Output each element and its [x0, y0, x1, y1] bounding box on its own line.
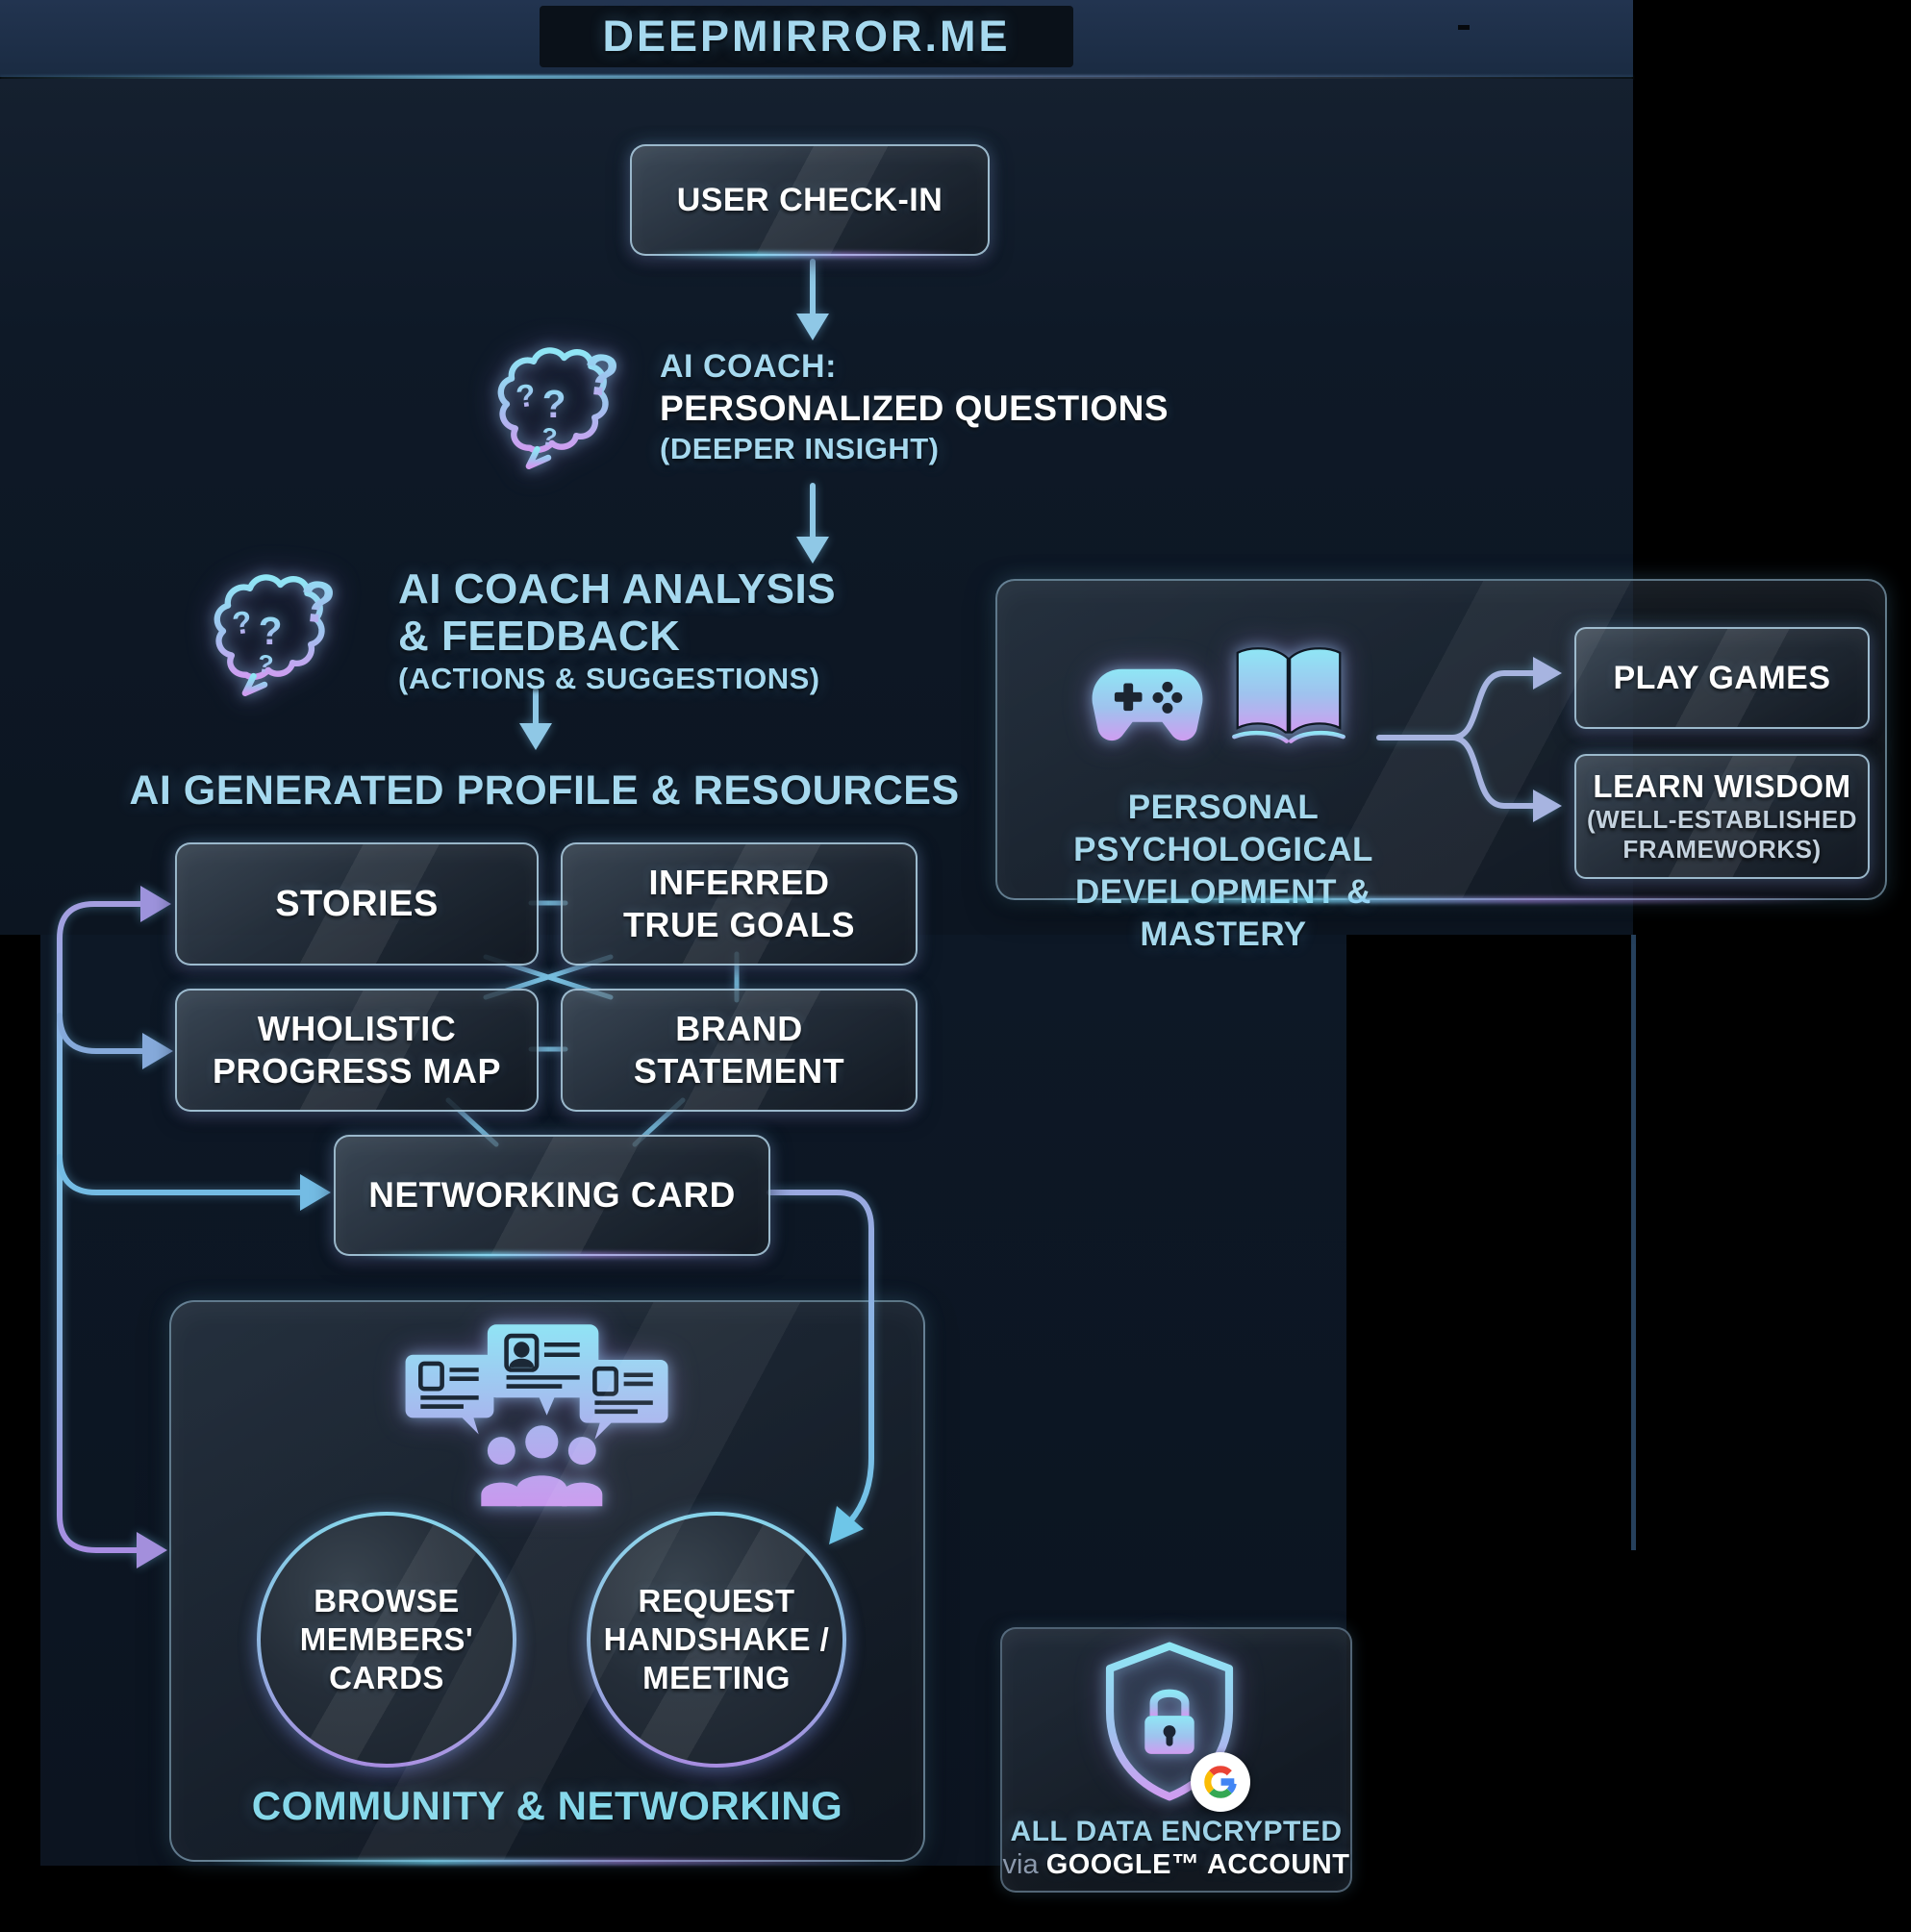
browse-line2: MEMBERS': [299, 1621, 474, 1657]
request-line1: REQUEST: [638, 1583, 795, 1618]
encryption-badge: ALL DATA ENCRYPTED via GOOGLE™ ACCOUNT: [1000, 1627, 1352, 1893]
profile-resources-header: AI GENERATED PROFILE & RESOURCES: [129, 767, 959, 814]
site-title: DEEPMIRROR.ME: [602, 12, 1011, 61]
inferred-goals-node: INFERRED TRUE GOALS: [561, 842, 918, 966]
panel-glow: [171, 1859, 923, 1865]
request-line3: MEETING: [642, 1660, 791, 1695]
site-title-bar: DEEPMIRROR.ME: [540, 6, 1073, 67]
brand-line2: STATEMENT: [633, 1051, 845, 1091]
networking-card-label: NETWORKING CARD: [368, 1175, 736, 1215]
play-games-label: PLAY GAMES: [1613, 659, 1831, 696]
profile-resources-header-label: AI GENERATED PROFILE & RESOURCES: [129, 766, 960, 814]
wholistic-map-node: WHOLISTIC PROGRESS MAP: [175, 989, 539, 1112]
panel-glow: [997, 897, 1885, 903]
brain-question-icon: [205, 560, 351, 710]
user-check-in-label: USER CHECK-IN: [676, 181, 943, 218]
node-glow: [336, 1252, 768, 1258]
ai-analysis-line2: & FEEDBACK: [398, 613, 681, 660]
google-g-icon: [1191, 1752, 1250, 1812]
inferred-goals-line1: INFERRED: [648, 863, 830, 902]
tick-mark: [1458, 25, 1470, 30]
badge-line1: ALL DATA ENCRYPTED: [1010, 1816, 1343, 1847]
ai-coach-line3: (DEEPER INSIGHT): [660, 432, 940, 465]
browse-line3: CARDS: [329, 1660, 444, 1695]
thin-edge-line: [1631, 935, 1636, 1550]
ai-analysis-text: AI COACH ANALYSIS & FEEDBACK (ACTIONS & …: [398, 565, 836, 698]
ai-coach-text: AI COACH: PERSONALIZED QUESTIONS (DEEPER…: [660, 346, 1169, 468]
brain-question-icon: [489, 333, 635, 483]
brand-statement-node: BRAND STATEMENT: [561, 989, 918, 1112]
node-glow: [632, 252, 988, 258]
user-check-in-node: USER CHECK-IN: [630, 144, 990, 258]
brand-line1: BRAND: [675, 1009, 803, 1048]
badge-via: via: [1002, 1849, 1039, 1880]
networking-card-node: NETWORKING CARD: [334, 1135, 770, 1258]
community-panel: BROWSE MEMBERS' CARDS REQUEST HANDSHAKE …: [169, 1300, 925, 1865]
inferred-goals-line2: TRUE GOALS: [622, 905, 855, 944]
stories-node: STORIES: [175, 842, 539, 966]
ai-coach-line1: AI COACH:: [660, 348, 837, 385]
request-line2: HANDSHAKE /: [603, 1621, 830, 1657]
top-band-separator: [0, 75, 1633, 80]
ai-coach-line2: PERSONALIZED QUESTIONS: [660, 389, 1169, 428]
ai-analysis-line3: (ACTIONS & SUGGESTIONS): [398, 662, 820, 695]
badge-account: GOOGLE™ ACCOUNT: [1045, 1849, 1350, 1880]
learn-wisdom-line2: (WELL-ESTABLISHED: [1587, 805, 1857, 834]
learn-wisdom-line3: FRAMEWORKS): [1622, 835, 1822, 864]
development-panel: PERSONAL PSYCHOLOGICAL DEVELOPMENT & MAS…: [995, 579, 1887, 953]
ai-analysis-line1: AI COACH ANALYSIS: [398, 565, 837, 613]
learn-wisdom-node: LEARN WISDOM (WELL-ESTABLISHED FRAMEWORK…: [1574, 754, 1870, 879]
wholistic-line1: WHOLISTIC: [257, 1009, 457, 1048]
badge-text: ALL DATA ENCRYPTED via GOOGLE™ ACCOUNT: [1002, 1816, 1350, 1882]
learn-wisdom-line1: LEARN WISDOM: [1593, 768, 1851, 804]
wholistic-line2: PROGRESS MAP: [212, 1051, 502, 1091]
browse-line1: BROWSE: [314, 1583, 460, 1618]
stories-label: STORIES: [275, 883, 439, 924]
